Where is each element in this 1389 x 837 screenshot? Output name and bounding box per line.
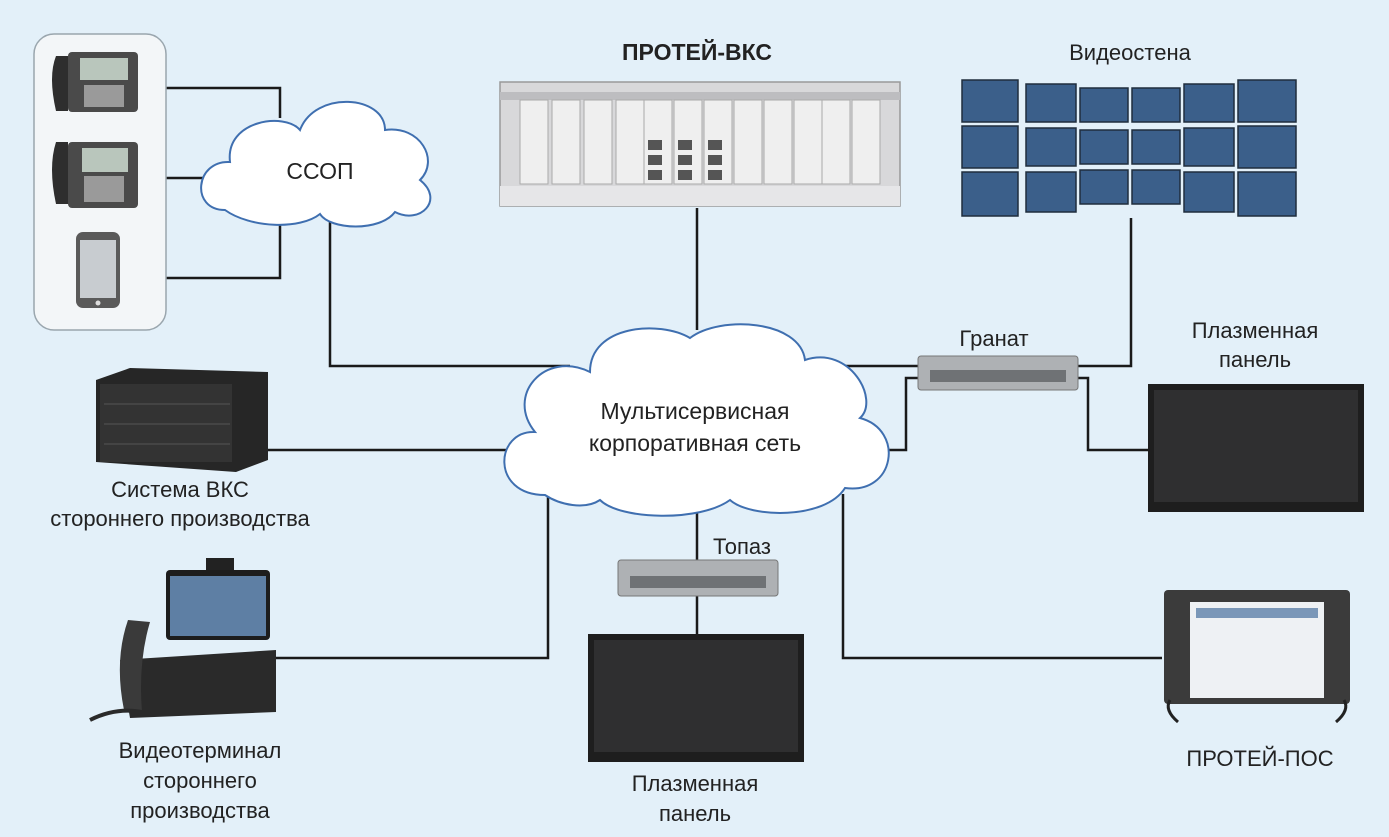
core-cloud: [503, 323, 890, 517]
plasma-panel-icon: [1148, 384, 1364, 512]
phones-group: [33, 33, 167, 331]
videoterminal-label-2: стороннего: [143, 768, 257, 793]
video-wall-icon: [961, 79, 1297, 217]
connector-ssop-core: [328, 220, 570, 368]
connector-mobile-ssop: [166, 218, 282, 280]
core-label-line2: корпоративная сеть: [588, 430, 802, 456]
connector-granat-plasma: [1078, 376, 1148, 452]
videoterminal-label-1: Видеотерминал: [118, 738, 282, 763]
plasma-right-label-2: панель: [1218, 347, 1292, 372]
videoterminal-label-3: производства: [130, 798, 270, 823]
plasma-right-label-1: Плазменная: [1191, 318, 1319, 343]
vks-third-label-1: Система ВКС: [111, 477, 249, 502]
granat-label: Гранат: [959, 326, 1029, 351]
connector-core-granat-2: [888, 376, 918, 452]
mini-pc-icon: [917, 355, 1079, 391]
plasma-panel-icon: [588, 634, 804, 762]
connector-phone1-ssop: [166, 86, 282, 118]
connector-videowall-granat: [1078, 218, 1133, 368]
connector-terminal-core: [270, 490, 550, 660]
ip-phone-icon: [52, 52, 138, 112]
connector-group: [166, 86, 1162, 660]
title-protei-vks: ПРОТЕЙ-ВКС: [622, 39, 772, 65]
topaz-label: Топаз: [713, 534, 771, 559]
ssop-label: ССОП: [286, 158, 354, 184]
plasma-bottom-label-1: Плазменная: [631, 771, 759, 796]
ip-phone-icon: [52, 142, 138, 208]
videowall-label: Видеостена: [1069, 40, 1191, 65]
protei-pos-label: ПРОТЕЙ-ПОС: [1186, 746, 1334, 771]
core-label-line1: Мультисервисная: [600, 398, 790, 424]
vks-system-icon: [96, 368, 268, 472]
server-rack-icon: [499, 81, 901, 207]
vks-third-label-2: стороннего производства: [50, 506, 310, 531]
mini-pc-icon: [617, 559, 779, 597]
plasma-bottom-label-2: панель: [658, 801, 732, 826]
connector-core-pos: [841, 494, 1162, 660]
dispatcher-console-icon: [1164, 590, 1350, 724]
ssop-cloud: [200, 100, 432, 228]
video-terminal-icon: [89, 558, 276, 722]
mobile-phone-icon: [76, 232, 120, 308]
